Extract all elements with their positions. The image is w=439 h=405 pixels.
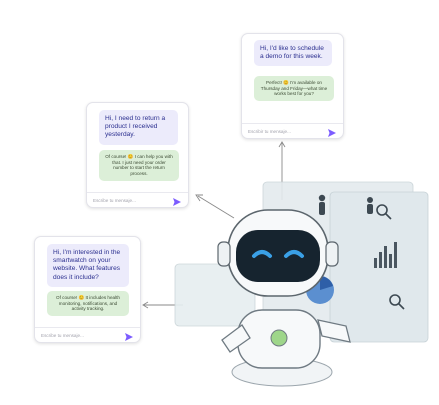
robot-head (217, 209, 339, 297)
send-button[interactable] (327, 126, 337, 137)
robot-arm (221, 319, 351, 353)
chat-card-bottom: Hi, I'm interested in the smartwatch on … (34, 236, 141, 343)
bot-message: Of course! 😊 I can help you with that. I… (99, 150, 179, 181)
send-button[interactable] (172, 195, 182, 206)
arrow-to-bottom-card-head (142, 301, 149, 309)
person-icon (318, 194, 326, 215)
message-input[interactable] (93, 195, 164, 205)
user-message: Hi, I need to return a product I receive… (99, 110, 178, 145)
arrow-to-middle-card (197, 195, 235, 219)
robot-body (231, 309, 333, 387)
arrow-to-top-card-head (278, 141, 286, 148)
send-icon (125, 333, 133, 341)
message-input-row (242, 123, 343, 138)
user-message: Hi, I'd like to schedule a demo for this… (254, 40, 332, 67)
arrow-to-middle-card-head (195, 194, 203, 202)
message-input[interactable] (248, 126, 319, 136)
chat-card-middle: Hi, I need to return a product I receive… (86, 102, 189, 208)
message-input-row (87, 192, 188, 207)
send-icon (173, 198, 181, 206)
message-input[interactable] (41, 330, 115, 340)
person-icon (367, 197, 373, 214)
message-input-row (35, 327, 140, 342)
magnifier-icon (376, 204, 392, 220)
robot-illustration (174, 181, 429, 387)
send-button[interactable] (124, 330, 134, 341)
chat-card-top: Hi, I'd like to schedule a demo for this… (241, 33, 344, 139)
bot-message: Perfect! 😊 I'm available on Thursday and… (254, 76, 334, 102)
send-icon (328, 129, 336, 137)
bar-chart-graphic (374, 242, 397, 268)
magnifier-icon (389, 294, 405, 310)
bot-message: Of course! 😊 It includes health monitori… (47, 291, 129, 317)
user-message: Hi, I'm interested in the smartwatch on … (47, 244, 129, 287)
